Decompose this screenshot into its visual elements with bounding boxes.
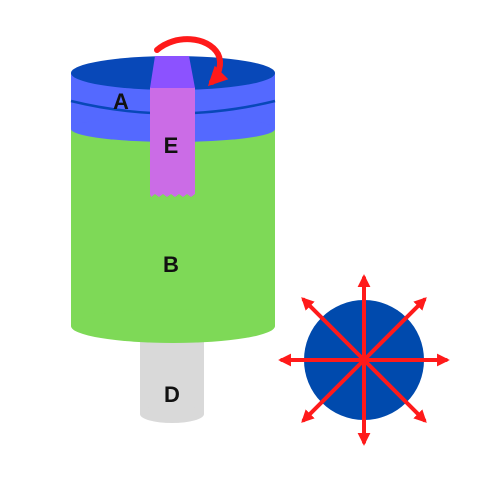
shaft-d xyxy=(140,330,204,423)
label-b: B xyxy=(163,252,179,277)
strip-e xyxy=(150,56,195,197)
label-e: E xyxy=(164,133,179,158)
radial-arrow-icon xyxy=(362,358,427,423)
radial-arrows-icon xyxy=(278,274,450,446)
radial-arrow-icon xyxy=(301,358,366,423)
radial-arrow-icon xyxy=(301,297,366,362)
radial-arrow-icon xyxy=(362,297,427,362)
rotation-arrow-icon xyxy=(154,36,229,87)
radial-disc xyxy=(278,274,450,446)
label-a: A xyxy=(113,89,129,114)
label-d: D xyxy=(164,382,180,407)
